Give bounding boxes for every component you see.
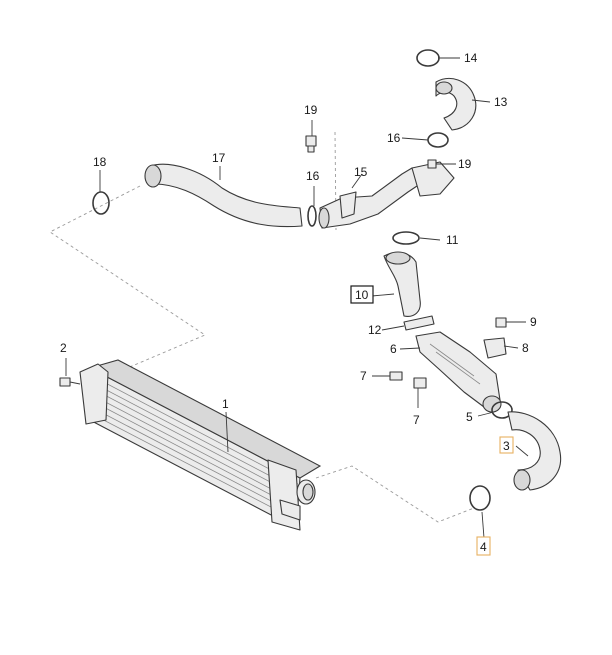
seal-ring-16b[interactable] [427, 132, 449, 148]
seal-ring-16a[interactable] [307, 205, 317, 227]
callout-labels: 1 2 3 4 5 6 7 7 8 9 10 11 12 13 14 15 16… [60, 51, 537, 556]
callout-15: 15 [354, 165, 368, 179]
callout-1: 1 [222, 397, 229, 411]
lower-hose-3[interactable] [507, 411, 562, 491]
sensor-8[interactable] [483, 337, 507, 359]
callout-17: 17 [212, 151, 226, 165]
leader-lines [65, 57, 529, 539]
callout-19b: 19 [458, 157, 472, 171]
callout-10-highlight [350, 285, 374, 304]
bolt-19a[interactable] [305, 135, 317, 153]
callout-11: 11 [446, 233, 459, 247]
bolt-9[interactable] [495, 317, 507, 328]
bolt-part-2[interactable] [59, 377, 81, 387]
charge-air-hose-17[interactable] [144, 163, 303, 228]
callout-2: 2 [60, 341, 67, 355]
seal-ring-14[interactable] [416, 49, 440, 67]
curved-hose-10[interactable] [383, 251, 421, 317]
seal-ring-11[interactable] [392, 231, 420, 245]
elbow-hose-13[interactable] [435, 78, 477, 131]
bolt-7b[interactable] [413, 377, 427, 389]
callout-7a: 7 [360, 369, 367, 383]
callout-18: 18 [93, 155, 107, 169]
callout-4: 4 [480, 540, 487, 554]
callout-3-highlight [499, 436, 514, 454]
callout-8: 8 [522, 341, 529, 355]
charge-air-pipe-15[interactable] [318, 161, 455, 229]
callout-16b: 16 [387, 131, 401, 145]
bolt-19b[interactable] [427, 159, 437, 169]
callout-12: 12 [368, 323, 382, 337]
callout-7b: 7 [413, 413, 420, 427]
intercooler[interactable] [79, 359, 322, 531]
seal-ring-5[interactable] [491, 401, 513, 419]
bolt-7a[interactable] [389, 371, 403, 381]
callout-5: 5 [466, 410, 473, 424]
callout-19a: 19 [304, 103, 318, 117]
callout-6: 6 [390, 342, 397, 356]
seal-ring-4[interactable] [469, 485, 491, 511]
callout-9: 9 [530, 315, 537, 329]
callout-14: 14 [464, 51, 478, 65]
callout-10: 10 [355, 288, 369, 302]
callout-3: 3 [503, 439, 510, 453]
callout-4-highlight [476, 536, 491, 556]
seal-ring-18[interactable] [92, 191, 110, 215]
callout-16a: 16 [306, 169, 320, 183]
clamp-12[interactable] [403, 315, 435, 331]
callout-13: 13 [494, 95, 508, 109]
